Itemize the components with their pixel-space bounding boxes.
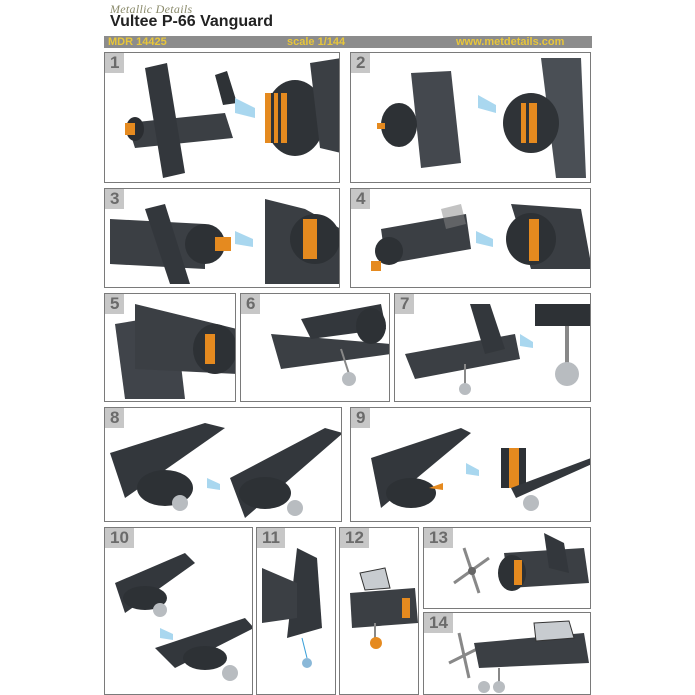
step-9-panel: 9 — [350, 407, 591, 522]
step-13-illustration — [453, 533, 589, 594]
arrow-icon — [207, 478, 220, 490]
step-number: 10 — [105, 528, 134, 548]
arrow-icon — [520, 334, 533, 348]
step-number: 2 — [351, 53, 371, 73]
step-number: 11 — [257, 528, 285, 548]
step-2-panel: 2 — [350, 52, 591, 183]
step-4-panel: 4 — [350, 188, 591, 288]
step-2-illustration — [377, 58, 586, 178]
step-3-illustration — [110, 199, 339, 284]
step-14-illustration — [448, 620, 589, 693]
step-4-illustration — [371, 204, 590, 271]
step-7-illustration — [405, 304, 590, 395]
step-number: 9 — [351, 408, 371, 428]
step-8-panel: 8 — [104, 407, 342, 522]
page-title: Vultee P-66 Vanguard — [110, 13, 274, 30]
arrow-icon — [235, 231, 253, 247]
website-link[interactable]: www.metdetails.com — [456, 36, 565, 48]
step-number: 7 — [395, 294, 415, 314]
step-14-panel: 14 — [423, 612, 591, 695]
step-12-illustration — [350, 567, 418, 649]
step-10-illustration — [115, 553, 252, 681]
step-number: 3 — [105, 189, 125, 209]
arrow-icon — [478, 95, 496, 113]
step-5-illustration — [115, 304, 235, 399]
step-number: 1 — [105, 53, 125, 73]
step-11-illustration — [262, 548, 322, 668]
step-6-panel: 6 — [240, 293, 390, 402]
step-number: 6 — [241, 294, 261, 314]
step-7-panel: 7 — [394, 293, 591, 402]
step-10-panel: 10 — [104, 527, 253, 695]
step-5-panel: 5 — [104, 293, 236, 402]
step-11-panel: 11 — [256, 527, 336, 695]
step-1-illustration — [125, 58, 339, 178]
brand-logo: Metallic Details — [110, 2, 193, 16]
arrow-icon — [466, 463, 479, 476]
arrow-icon — [160, 628, 173, 640]
arrow-icon — [235, 98, 255, 118]
scale-label: scale 1/144 — [287, 36, 346, 48]
step-9-illustration — [371, 428, 590, 511]
step-number: 12 — [340, 528, 369, 548]
step-number: 8 — [105, 408, 125, 428]
product-code: MDR 14425 — [108, 36, 167, 48]
step-number: 5 — [105, 294, 125, 314]
step-number: 13 — [424, 528, 453, 548]
step-number: 4 — [351, 189, 371, 209]
header-bar: MDR 14425 scale 1/144 www.metdetails.com — [104, 36, 592, 48]
step-3-panel: 3 — [104, 188, 340, 288]
step-8-illustration — [110, 423, 341, 518]
arrow-icon — [476, 231, 493, 247]
step-13-panel: 13 — [423, 527, 591, 609]
step-number: 14 — [424, 613, 453, 633]
step-12-panel: 12 — [339, 527, 419, 695]
step-1-panel: 1 — [104, 52, 340, 183]
step-6-illustration — [271, 304, 389, 386]
